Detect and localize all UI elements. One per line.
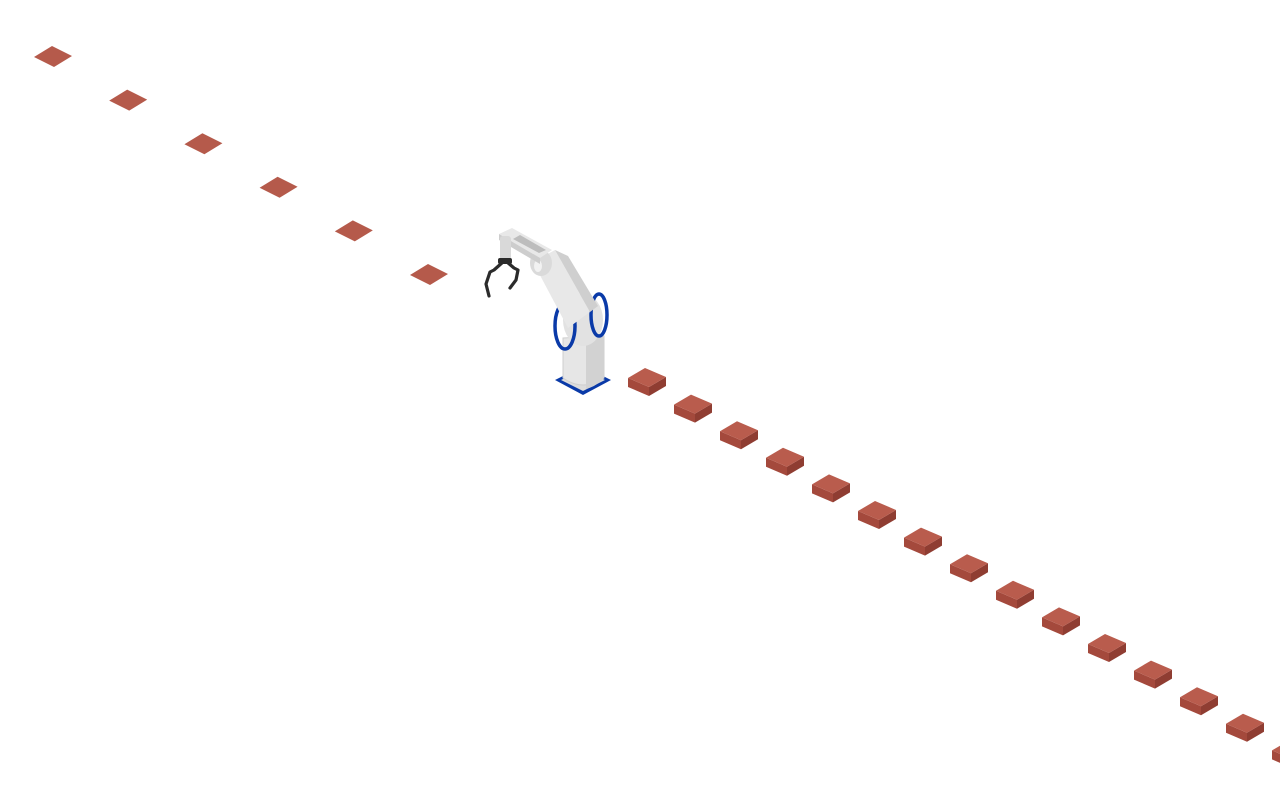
- brick: [812, 474, 850, 503]
- brick: [674, 394, 712, 423]
- brick: [1088, 634, 1126, 662]
- placed-tiles: [34, 46, 448, 285]
- robot-wrist: [500, 236, 511, 260]
- brick: [1272, 745, 1280, 763]
- gripper-finger-right: [505, 260, 520, 290]
- robot-column-shade: [586, 336, 604, 389]
- brick: [1226, 713, 1264, 742]
- placed-tile: [334, 220, 373, 242]
- brick: [1180, 687, 1218, 716]
- robot-upper-arm-shade: [555, 250, 598, 312]
- brick-row: [628, 368, 1280, 763]
- brick: [720, 421, 758, 450]
- placed-tile: [184, 133, 223, 155]
- gripper-icon[interactable]: [484, 258, 520, 298]
- robot-arm[interactable]: [484, 228, 611, 395]
- brick: [996, 580, 1034, 609]
- placed-tile: [109, 89, 148, 111]
- shoulder-ring-right: [589, 292, 609, 338]
- gripper-mount: [498, 258, 512, 264]
- placed-tile: [410, 264, 448, 285]
- placed-tile: [259, 176, 298, 198]
- robot-forearm-slot: [513, 235, 546, 253]
- brick: [1042, 607, 1080, 636]
- gripper-finger-left: [484, 260, 505, 298]
- brick: [950, 554, 988, 583]
- brick: [766, 447, 804, 476]
- brick: [904, 527, 942, 556]
- brick: [858, 501, 896, 529]
- placed-tile: [34, 46, 72, 67]
- brick: [628, 368, 666, 396]
- brick: [1134, 660, 1172, 689]
